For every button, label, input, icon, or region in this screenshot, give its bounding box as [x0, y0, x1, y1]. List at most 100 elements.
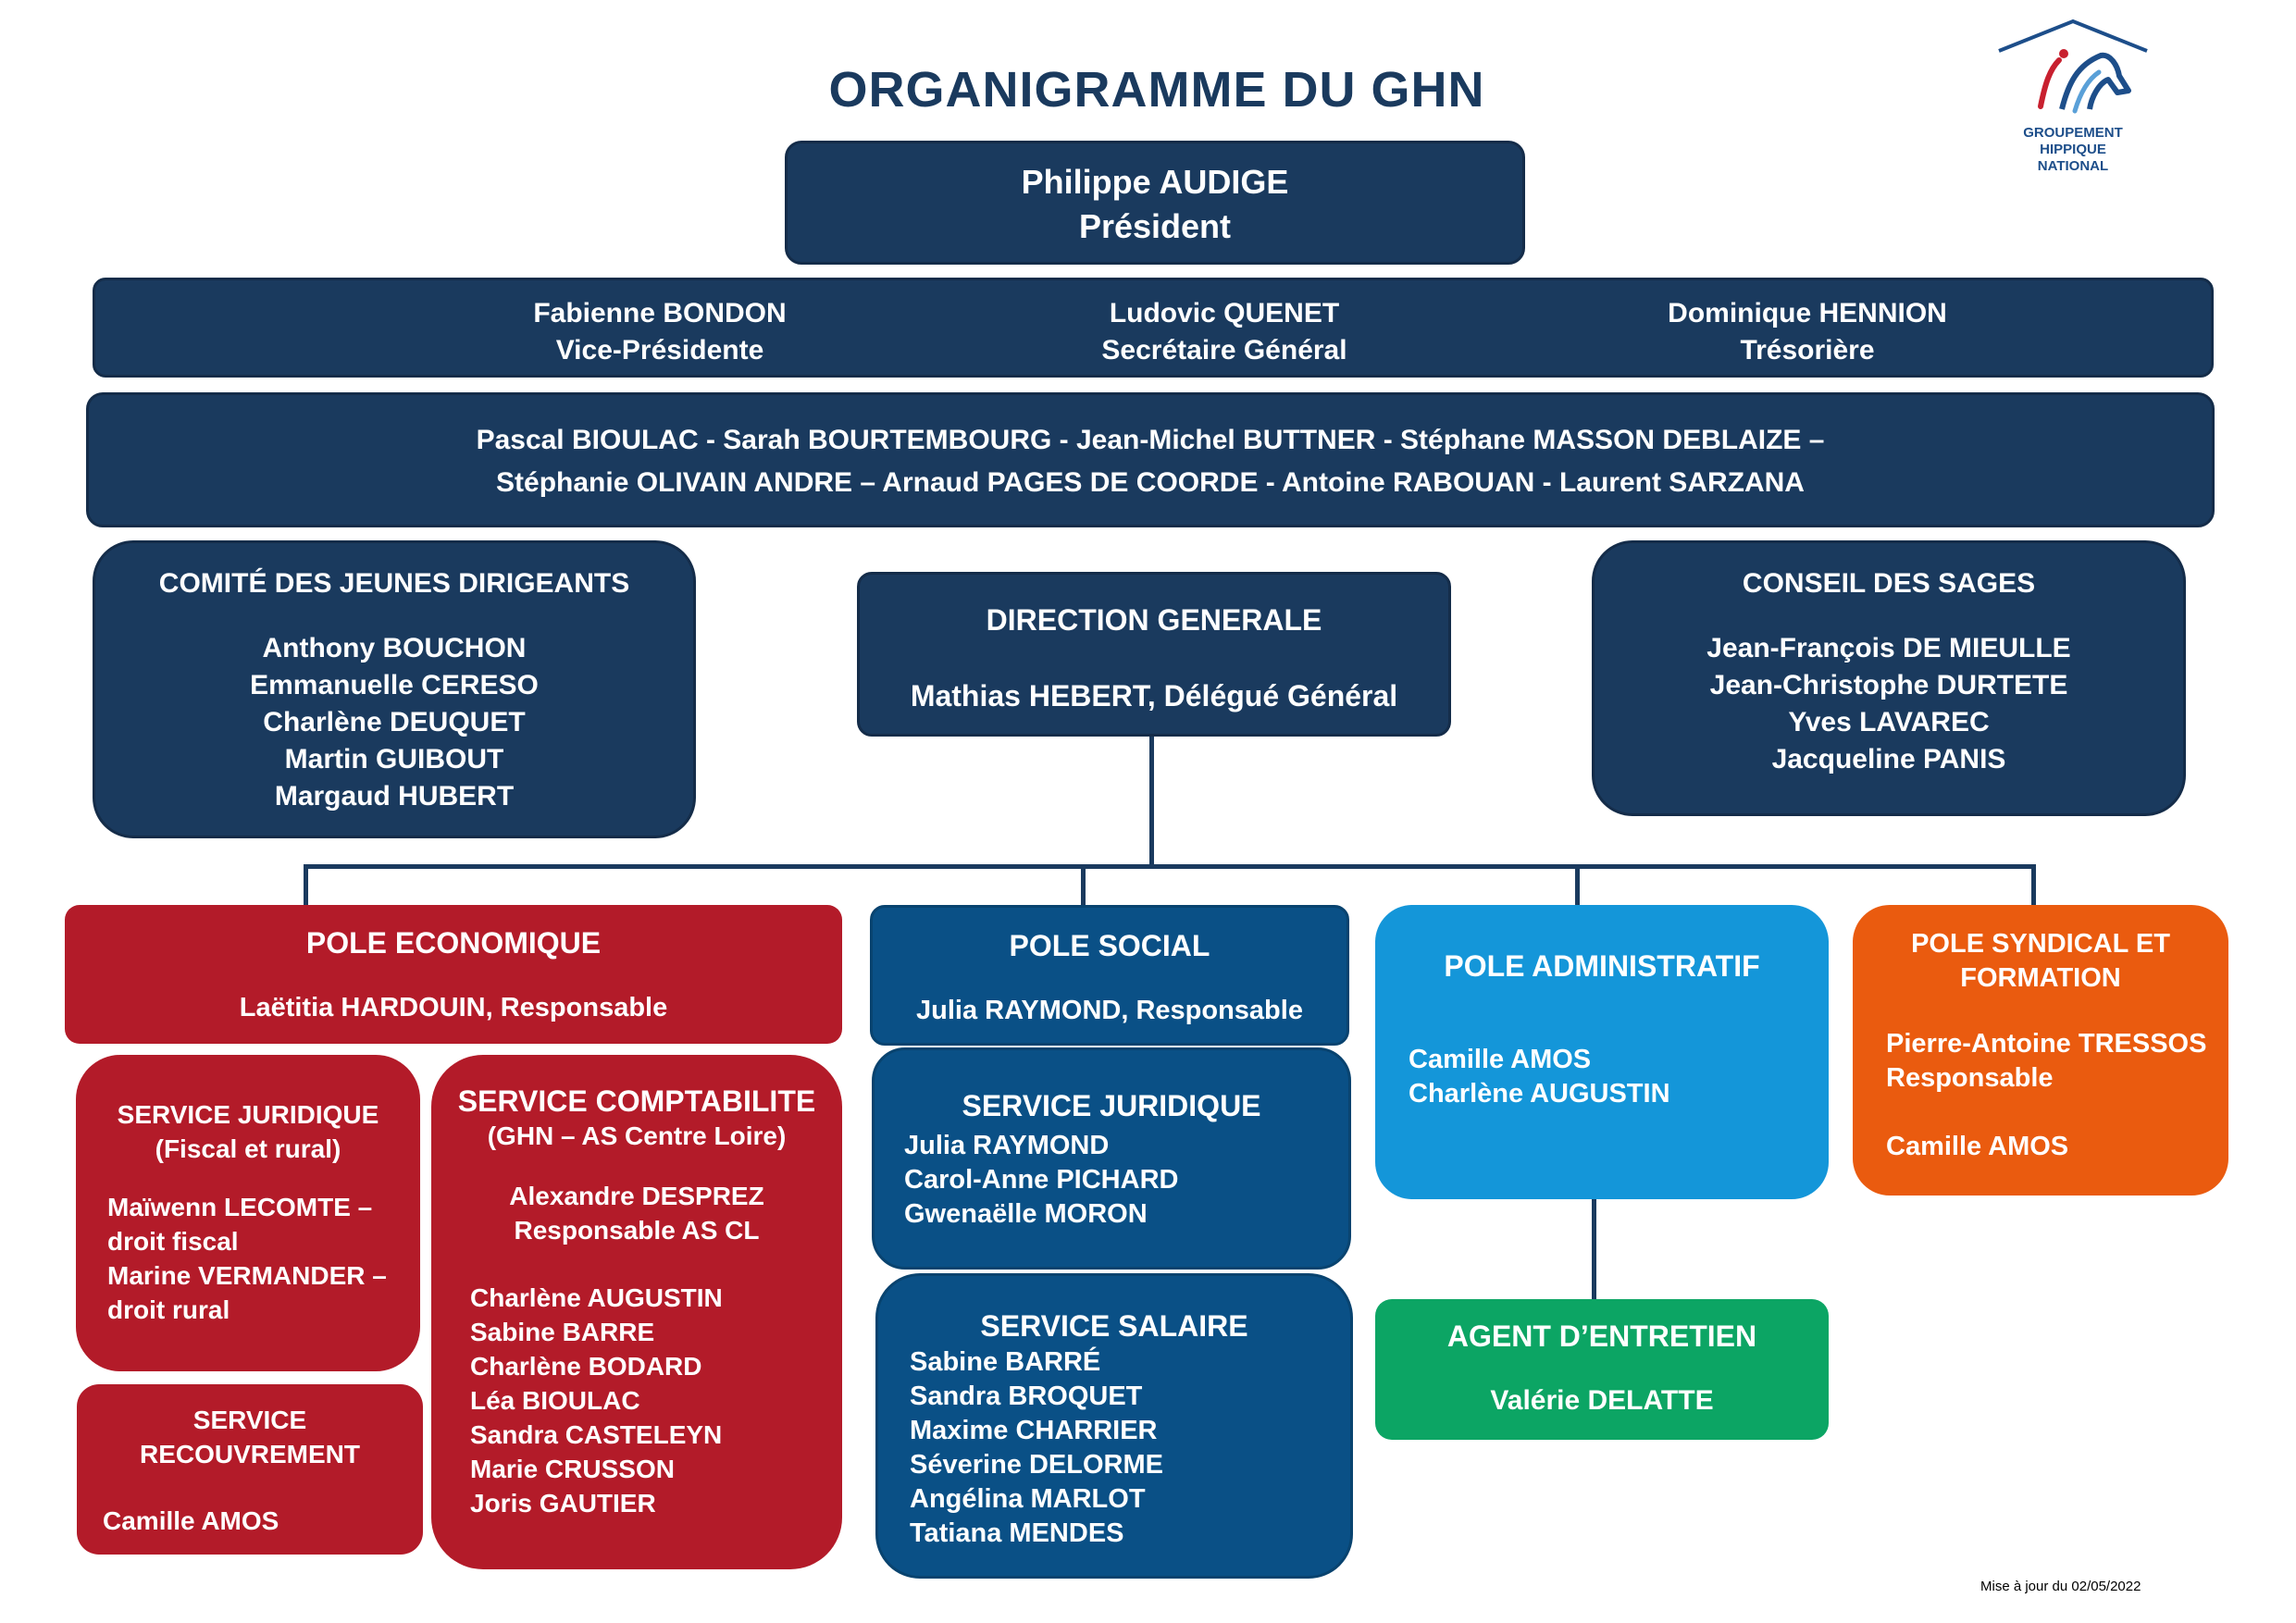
officer-vice-president: Fabienne BONDON Vice-Présidente: [428, 295, 891, 369]
conseil-sages-box: CONSEIL DES SAGES Jean-François DE MIEUL…: [1592, 540, 2186, 816]
member: Jacqueline PANIS: [1771, 744, 2006, 774]
service-title: RECOUVREMENT: [139, 1440, 360, 1468]
member-line: Maïwenn LECOMTE –: [107, 1193, 373, 1221]
horse-logo-icon: [1998, 19, 2148, 114]
service-comptabilite-box: SERVICE COMPTABILITE (GHN – AS Centre Lo…: [431, 1055, 842, 1569]
service-title: SERVICE JURIDIQUE: [117, 1100, 379, 1129]
member: Carol-Anne PICHARD: [904, 1165, 1179, 1195]
officers-box: Fabienne BONDON Vice-Présidente Ludovic …: [93, 278, 2214, 378]
connector-pole-synd: [2031, 864, 2036, 905]
member: Léa BIOULAC: [470, 1386, 640, 1415]
service-juridique-social-box: SERVICE JURIDIQUE Julia RAYMOND Carol-An…: [872, 1047, 1351, 1270]
comite-jeunes-box: COMITÉ DES JEUNES DIRIGEANTS Anthony BOU…: [93, 540, 696, 838]
responsible-role: Responsable AS CL: [514, 1216, 760, 1245]
service-juridique-fiscal-box: SERVICE JURIDIQUE (Fiscal et rural) Maïw…: [76, 1055, 420, 1371]
service-recouvrement-box: SERVICE RECOUVREMENT Camille AMOS: [77, 1384, 423, 1555]
responsible-name: Alexandre DESPREZ: [509, 1182, 764, 1210]
member: Sandra CASTELEYN: [470, 1420, 723, 1449]
responsible-role: Responsable: [1886, 1063, 2054, 1093]
board-line-1: Pascal BIOULAC - Sarah BOURTEMBOURG - Je…: [476, 425, 1825, 455]
service-subtitle: (Fiscal et rural): [155, 1134, 341, 1163]
officer-role: Secrétaire Général: [1101, 335, 1347, 365]
member: Charlène DEUQUET: [263, 707, 526, 737]
board-line-2: Stéphanie OLIVAIN ANDRE – Arnaud PAGES D…: [496, 467, 1805, 498]
member: Sandra BROQUET: [910, 1381, 1143, 1411]
pole-eco-head: Laëtitia HARDOUIN, Responsable: [239, 993, 668, 1022]
member: Charlène AUGUSTIN: [470, 1283, 723, 1312]
member: Charlène BODARD: [470, 1352, 702, 1381]
pole-synd-title: FORMATION: [1960, 963, 2121, 993]
ghn-logo: GROUPEMENT HIPPIQUE NATIONAL: [1990, 19, 2156, 176]
member: Sabine BARRE: [470, 1318, 655, 1346]
officer-role: Trésorière: [1740, 335, 1875, 365]
connector-direction-down: [1149, 737, 1154, 866]
logo-line-1: GROUPEMENT: [2023, 125, 2123, 141]
member: Margaud HUBERT: [274, 781, 515, 812]
member-line: droit fiscal: [107, 1227, 239, 1256]
connector-pole-social: [1081, 864, 1086, 905]
connector-pole-eco: [304, 864, 308, 905]
member: Anthony BOUCHON: [262, 633, 527, 663]
member: Yves LAVAREC: [1788, 707, 1990, 737]
logo-line-3: NATIONAL: [2037, 158, 2109, 174]
member: Emmanuelle CERESO: [250, 670, 539, 700]
update-date: Mise à jour du 02/05/2022: [1980, 1579, 2141, 1594]
member: Camille AMOS: [1409, 1045, 1592, 1074]
member-line: droit rural: [107, 1295, 230, 1324]
pole-social-head: Julia RAYMOND, Responsable: [916, 996, 1303, 1025]
service-title: SERVICE SALAIRE: [980, 1309, 1248, 1343]
president-role: Président: [1078, 207, 1232, 245]
service-salaire-box: SERVICE SALAIRE Sabine BARRÉ Sandra BROQ…: [875, 1273, 1353, 1579]
officer-name: Dominique HENNION: [1668, 298, 1947, 328]
service-title: SERVICE: [192, 1406, 307, 1434]
service-title: SERVICE JURIDIQUE: [962, 1089, 1261, 1122]
member-line: Marine VERMANDER –: [107, 1261, 387, 1290]
direction-title: DIRECTION GENERALE: [986, 603, 1322, 637]
member: Valérie DELATTE: [1490, 1385, 1714, 1416]
officer-name: Ludovic QUENET: [1109, 298, 1340, 328]
member: Gwenaëlle MORON: [904, 1199, 1148, 1229]
agent-entretien-box: AGENT D’ENTRETIEN Valérie DELATTE: [1375, 1299, 1829, 1440]
page-title: ORGANIGRAMME DU GHN: [828, 62, 1485, 118]
member: Charlène AUGUSTIN: [1409, 1079, 1670, 1109]
member: Séverine DELORME: [910, 1450, 1163, 1480]
pole-social-box: POLE SOCIAL Julia RAYMOND, Responsable: [870, 905, 1349, 1046]
member: Camille AMOS: [1886, 1132, 2069, 1161]
president-name: Philippe AUDIGE: [1021, 163, 1289, 201]
officer-secretary: Ludovic QUENET Secrétaire Général: [993, 295, 1456, 369]
officer-role: Vice-Présidente: [555, 335, 764, 365]
member: Angélina MARLOT: [910, 1484, 1146, 1514]
member: Julia RAYMOND: [904, 1131, 1110, 1160]
pole-eco-title: POLE ECONOMIQUE: [305, 926, 602, 960]
member: Martin GUIBOUT: [284, 744, 504, 774]
member: Tatiana MENDES: [910, 1518, 1124, 1548]
agent-title: AGENT D’ENTRETIEN: [1446, 1319, 1757, 1353]
connector-horizontal: [304, 864, 2036, 869]
comite-jeunes-title: COMITÉ DES JEUNES DIRIGEANTS: [158, 568, 630, 599]
responsible-name: Pierre-Antoine TRESSOS: [1886, 1029, 2207, 1059]
member: Marie CRUSSON: [470, 1455, 675, 1483]
conseil-sages-title: CONSEIL DES SAGES: [1742, 568, 2036, 599]
pole-synd-title: POLE SYNDICAL ET: [1911, 929, 2170, 959]
member: Joris GAUTIER: [470, 1489, 656, 1518]
member: Maxime CHARRIER: [910, 1416, 1158, 1445]
connector-admin-agent: [1592, 1199, 1596, 1301]
service-subtitle: (GHN – AS Centre Loire): [487, 1121, 787, 1150]
pole-admin-title: POLE ADMINISTRATIF: [1444, 949, 1760, 983]
member: Camille AMOS: [103, 1506, 279, 1535]
pole-social-title: POLE SOCIAL: [1009, 929, 1210, 962]
president-box: Philippe AUDIGE Président: [785, 141, 1525, 265]
pole-syndical-box: POLE SYNDICAL ET FORMATION Pierre-Antoin…: [1853, 905, 2228, 1196]
pole-economique-box: POLE ECONOMIQUE Laëtitia HARDOUIN, Respo…: [65, 905, 842, 1044]
board-members-box: Pascal BIOULAC - Sarah BOURTEMBOURG - Je…: [86, 392, 2215, 527]
logo-line-2: HIPPIQUE: [2040, 142, 2106, 157]
member: Sabine BARRÉ: [910, 1347, 1101, 1377]
pole-administratif-box: POLE ADMINISTRATIF Camille AMOS Charlène…: [1375, 905, 1829, 1199]
service-title: SERVICE COMPTABILITE: [457, 1084, 816, 1118]
officer-treasurer: Dominique HENNION Trésorière: [1567, 295, 2048, 369]
member: Jean-Christophe DURTETE: [1709, 670, 2068, 700]
direction-generale-box: DIRECTION GENERALE Mathias HEBERT, Délég…: [857, 572, 1451, 737]
connector-pole-admin: [1575, 864, 1580, 905]
member: Jean-François DE MIEULLE: [1706, 633, 2071, 663]
direction-person: Mathias HEBERT, Délégué Général: [910, 679, 1398, 712]
